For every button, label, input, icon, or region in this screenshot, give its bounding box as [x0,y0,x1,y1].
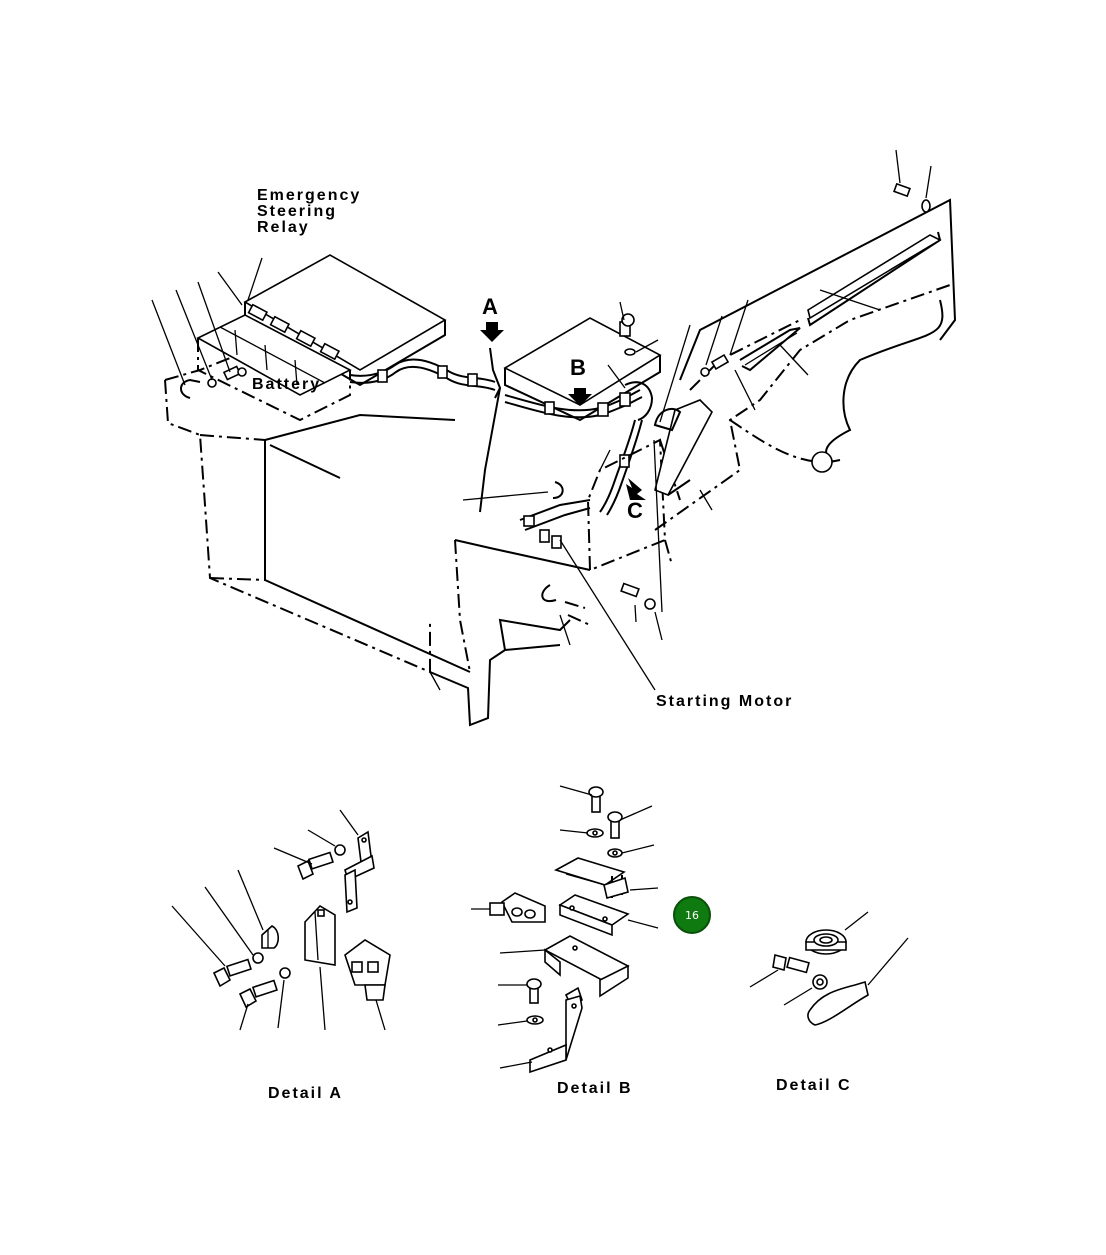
relay-label-line1: Emergency [257,187,362,204]
battery-label: Battery [252,376,322,393]
detail-c-label: Detail C [776,1077,852,1094]
view-letter-b: B [570,355,586,380]
relay-label-line3: Relay [257,219,310,236]
callout-number: 16 [685,908,699,922]
view-letter-c: C [627,498,643,523]
main-assembly [151,149,957,727]
callout-16-button[interactable]: 16 [673,896,711,934]
detail-a-label: Detail A [268,1085,343,1102]
detail-a-drawing [171,809,391,1031]
starting-motor-label: Starting Motor [656,693,794,710]
detail-b-drawing [471,785,659,1074]
view-letter-a: A [482,294,498,319]
detail-b-label: Detail B [557,1080,633,1097]
detail-c-drawing [749,911,909,1026]
relay-label-line2: Steering [257,203,338,220]
